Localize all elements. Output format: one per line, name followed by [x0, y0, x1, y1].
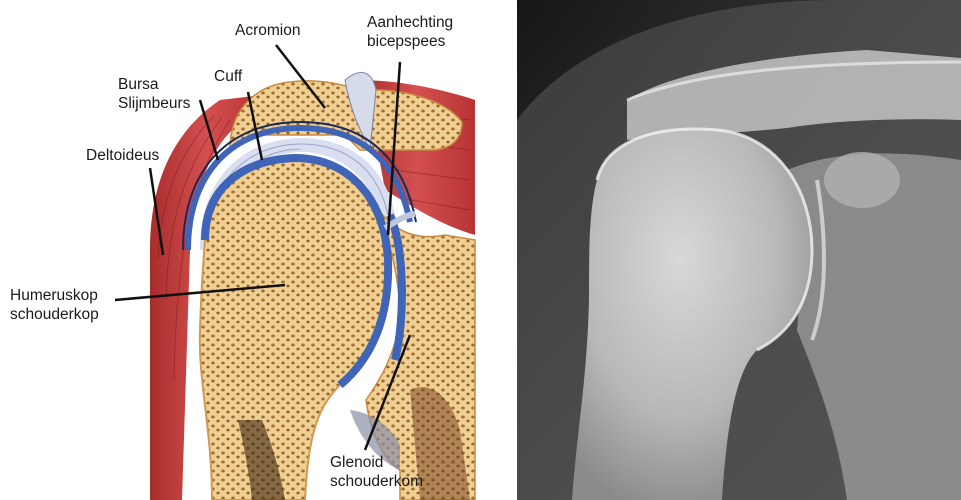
label-glenoid: Glenoid schouderkom: [330, 453, 423, 491]
label-deltoid: Deltoideus: [86, 146, 159, 165]
label-cuff: Cuff: [214, 67, 242, 86]
label-humeral-head: Humeruskop schouderkop: [10, 286, 99, 324]
humeral-head: [200, 158, 388, 500]
shoulder-anatomy-illustration: [0, 0, 490, 500]
label-acromion: Acromion: [235, 21, 300, 40]
label-biceps-attachment: Aanhechting bicepspees: [367, 13, 453, 51]
xray-coracoid: [824, 152, 900, 208]
label-bursa: Bursa Slijmbeurs: [118, 75, 190, 113]
shoulder-x-ray: [517, 0, 961, 500]
